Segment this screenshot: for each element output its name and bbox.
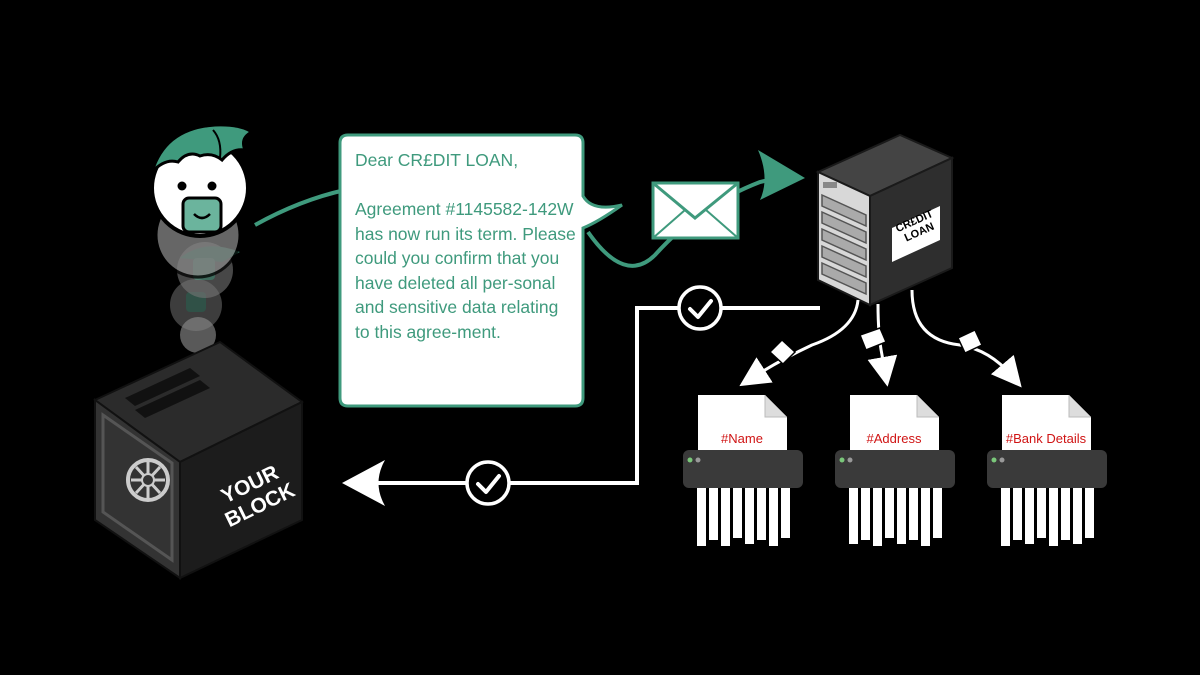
document-label-bank-details: #Bank Details	[1005, 431, 1087, 446]
user-avatar-stack	[150, 123, 255, 353]
envelope-icon	[651, 181, 740, 240]
checkmark-icon	[677, 285, 723, 331]
avatar-ghost-icon	[180, 317, 216, 353]
return-arrowhead	[342, 460, 385, 506]
letter-bubble	[338, 133, 623, 408]
shredder-name	[683, 395, 803, 546]
avatar-to-letter-connector	[254, 188, 346, 227]
letter-text: Dear CR£DIT LOAN, Agreement #1145582-142…	[355, 150, 576, 342]
shredder-address	[835, 395, 955, 546]
data-tag-icon	[768, 327, 983, 366]
user-avatar-icon	[150, 123, 255, 238]
safe-icon	[93, 340, 304, 580]
document-label-name: #Name	[721, 431, 763, 446]
server-icon	[815, 133, 955, 307]
document-label-address: #Address	[866, 431, 922, 446]
shredder-bank-details	[987, 395, 1107, 546]
checkmark-icon	[465, 460, 511, 506]
letter-arrowhead	[758, 150, 805, 200]
